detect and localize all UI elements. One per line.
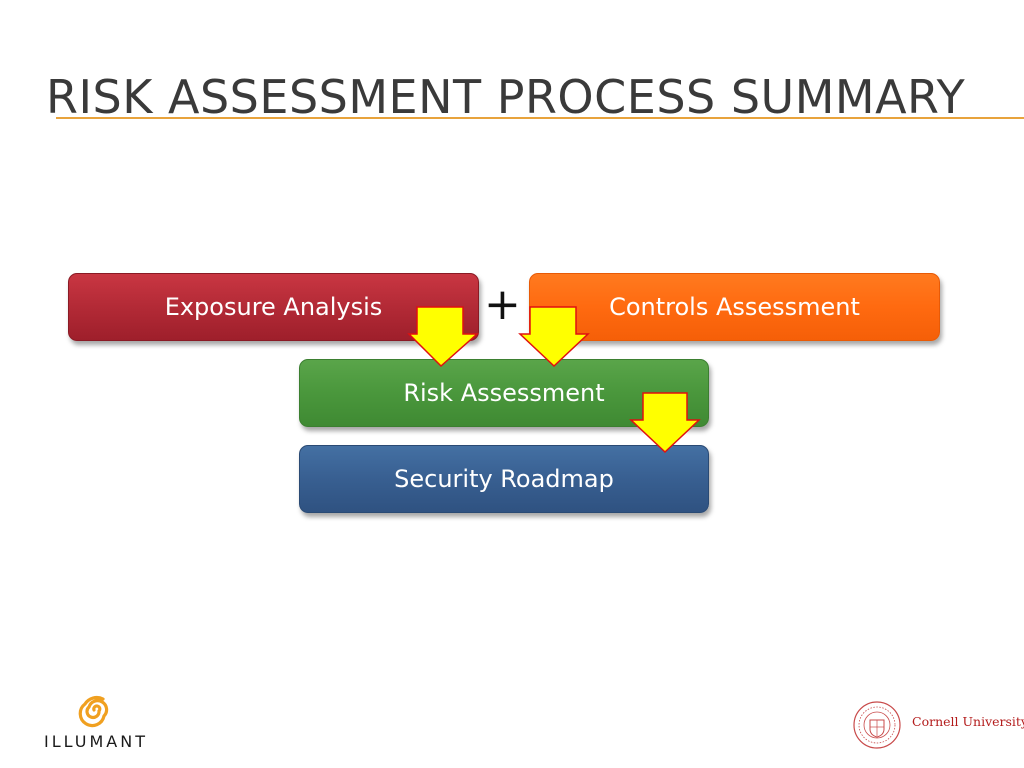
illumant-wordmark: ILLUMANT xyxy=(44,732,148,751)
arrow-exposure-to-risk-icon xyxy=(407,306,479,368)
illumant-logo: ILLUMANT xyxy=(34,690,158,751)
spiral-icon xyxy=(78,695,109,728)
title-rule xyxy=(56,117,1024,119)
controls-assessment-label: Controls Assessment xyxy=(609,293,860,321)
security-roadmap-label: Security Roadmap xyxy=(394,465,614,493)
cornell-logo: Cornell University xyxy=(852,700,1024,750)
exposure-analysis-box: Exposure Analysis xyxy=(68,273,479,341)
cornell-wordmark: Cornell University xyxy=(912,714,1024,729)
security-roadmap-box: Security Roadmap xyxy=(299,445,709,513)
risk-assessment-box: Risk Assessment xyxy=(299,359,709,427)
arrow-risk-to-roadmap-icon xyxy=(629,392,701,454)
exposure-analysis-label: Exposure Analysis xyxy=(164,293,383,321)
slide-title: RISK ASSESSMENT PROCESS SUMMARY xyxy=(46,70,966,124)
controls-assessment-box: Controls Assessment xyxy=(529,273,940,341)
arrow-controls-to-risk-icon xyxy=(518,306,590,368)
risk-assessment-label: Risk Assessment xyxy=(403,379,605,407)
cornell-seal-icon xyxy=(853,701,901,749)
plus-operator: + xyxy=(484,279,521,330)
